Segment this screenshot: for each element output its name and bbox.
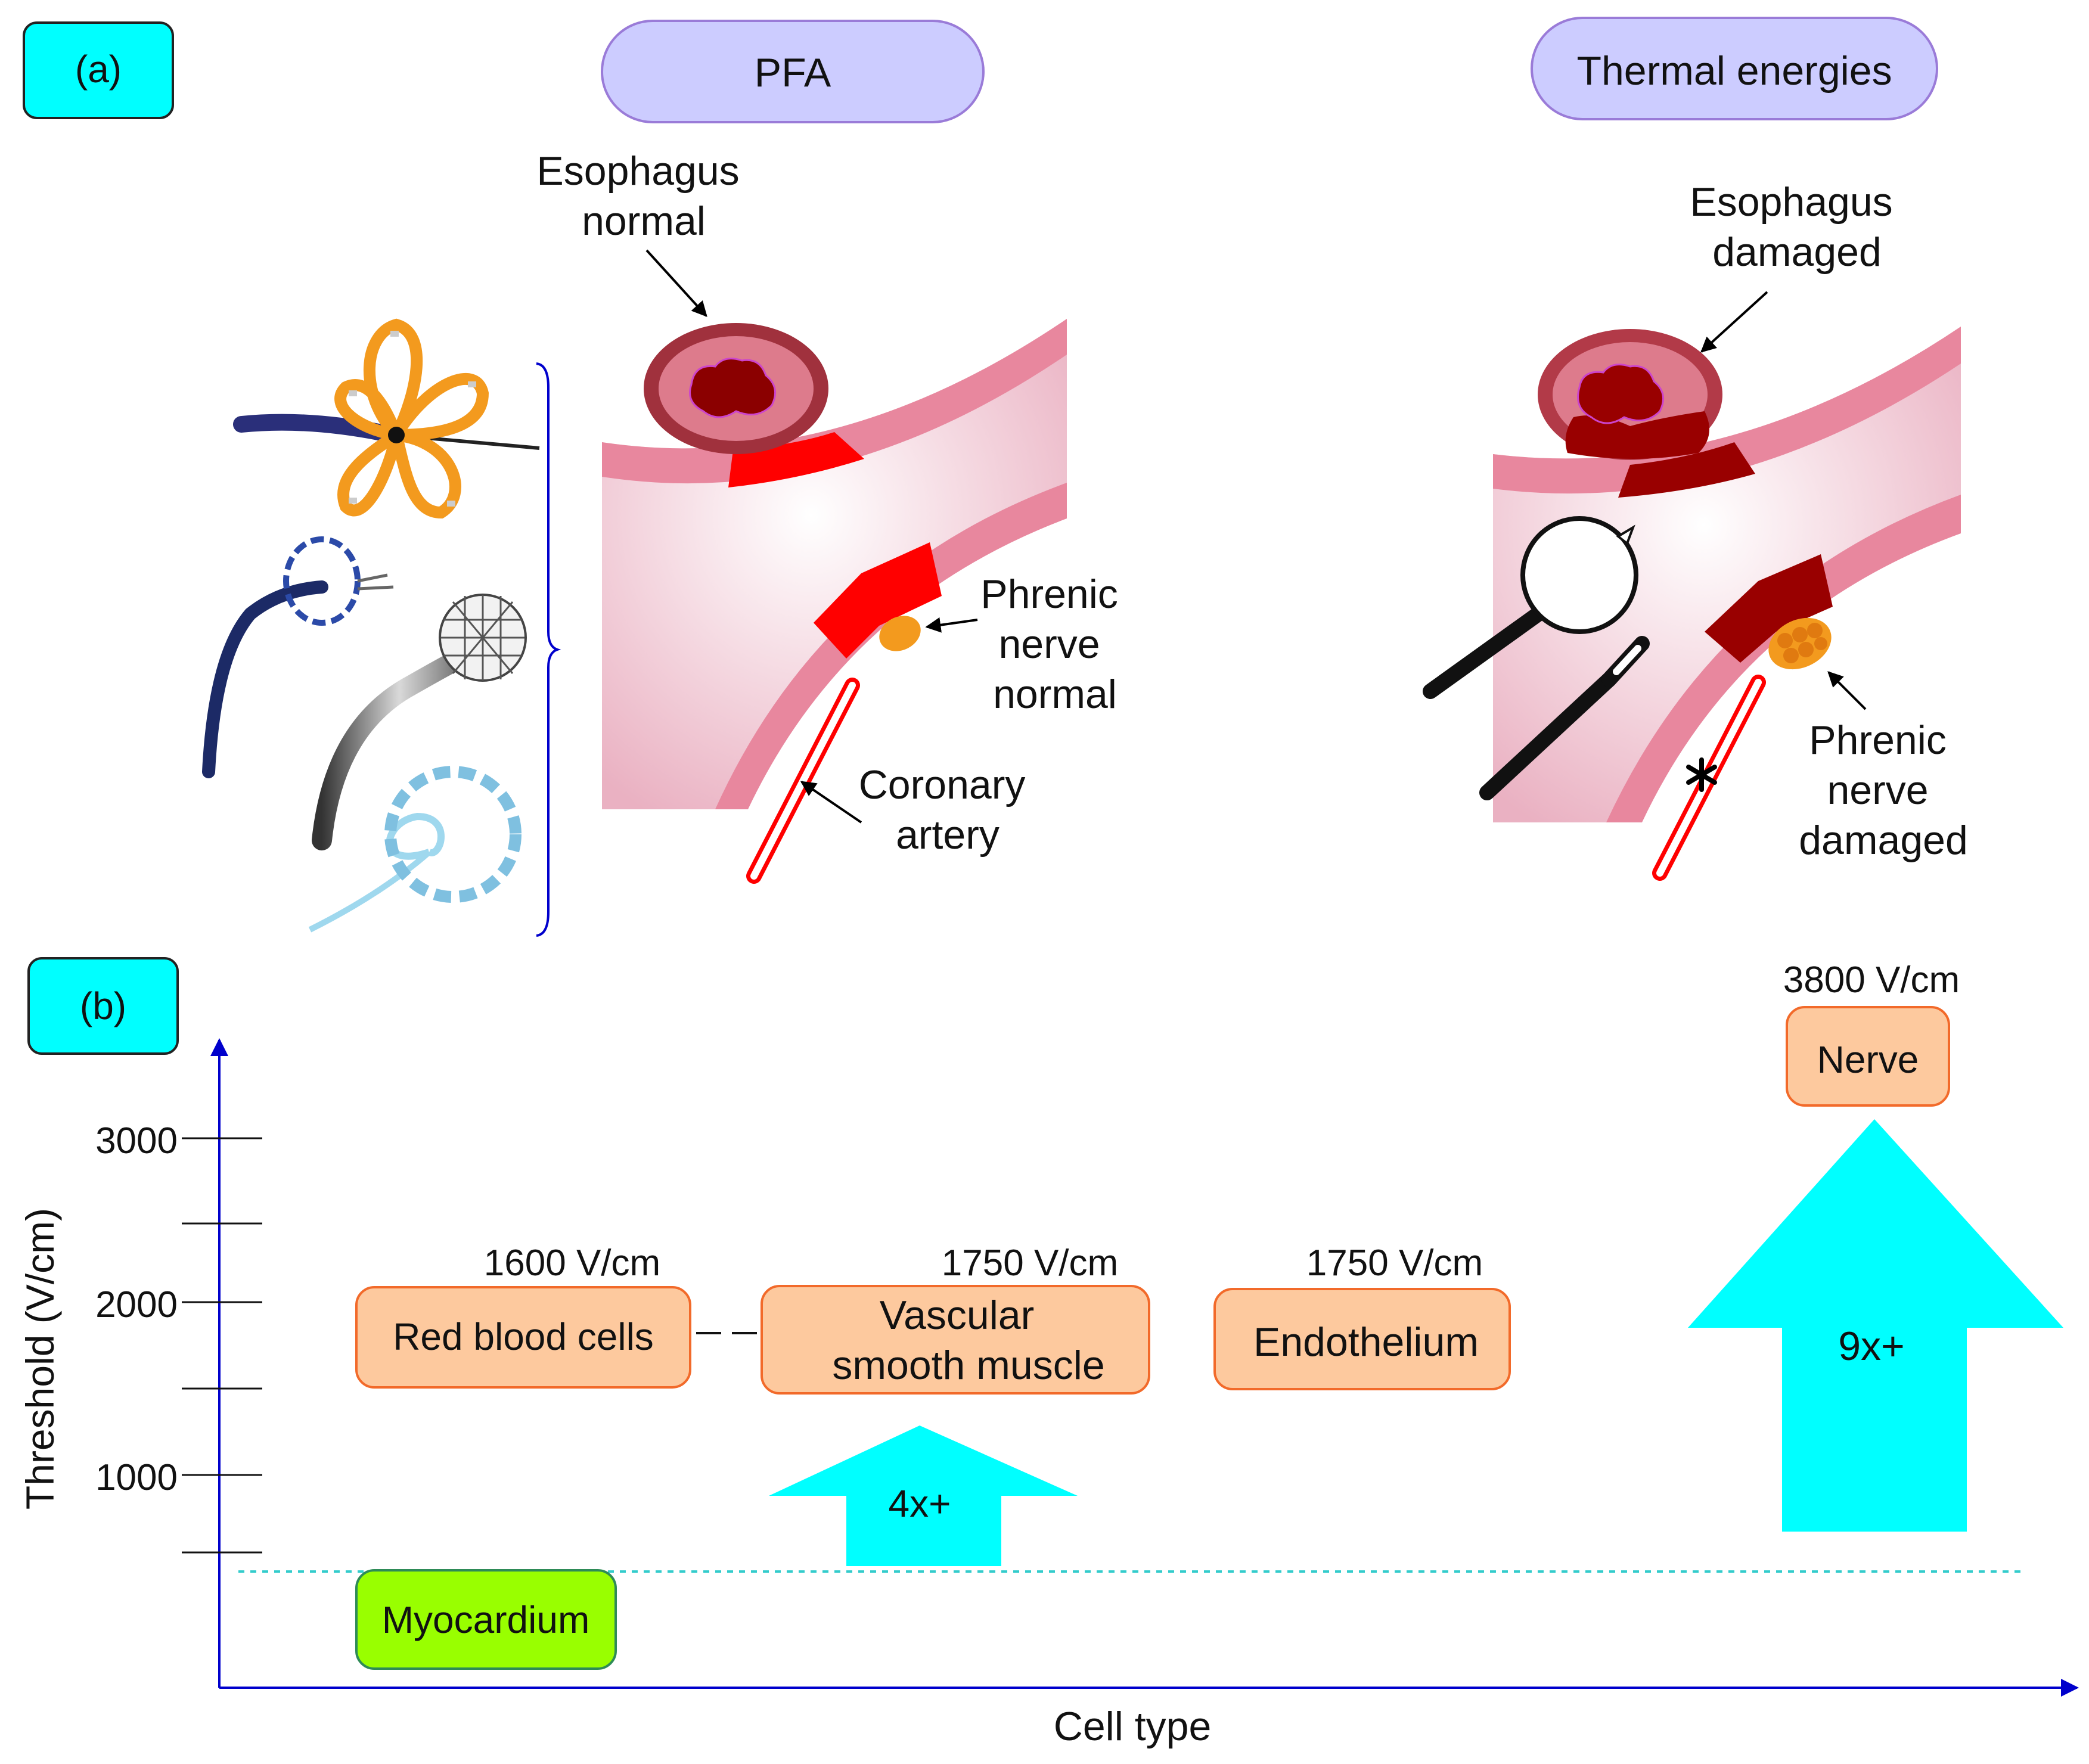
- vsm-box: Vascular smooth muscle: [761, 1285, 1150, 1395]
- y-tick-1000: 1000: [95, 1457, 178, 1498]
- endothelium-label: Endothelium: [1253, 1319, 1479, 1365]
- loop-catheter-icon: [233, 318, 540, 519]
- thermal-tissue: [1493, 327, 1961, 822]
- catheter-brace: [536, 362, 561, 937]
- rbc-box: Red blood cells: [355, 1286, 691, 1389]
- nerve-threshold: 3800 V/cm: [1783, 959, 1960, 1001]
- coronary-arrow: [800, 781, 862, 824]
- y-tick-2000: 2000: [95, 1284, 178, 1325]
- pfa-esophagus: [644, 323, 828, 454]
- pfa-nerve-lesion: [814, 542, 942, 659]
- y-ticks: [182, 1137, 262, 1554]
- rbc-label: Red blood cells: [393, 1315, 654, 1358]
- lattice-tip-catheter-icon: [312, 594, 527, 850]
- circular-catheter-icon: [202, 536, 394, 778]
- thermal-pill-label: Thermal energies: [1576, 48, 1892, 94]
- balloon-catheter-icon: [1423, 516, 1638, 699]
- esophagus-normal-label: Esophagus normal: [536, 148, 750, 244]
- pfa-tissue: [602, 319, 1067, 809]
- esophagus-damaged-label: Esophagus damaged: [1690, 179, 1904, 275]
- pfa-pill-label: PFA: [755, 50, 831, 95]
- y-axis-label: Threshold (V/cm): [18, 1208, 62, 1510]
- myocardium-box: Myocardium: [355, 1569, 617, 1670]
- arrow-9x-label: 9x+: [1838, 1324, 1905, 1369]
- nerve-label: Nerve: [1817, 1038, 1919, 1081]
- esophagus-damaged-arrow: [1700, 291, 1768, 353]
- panel-b-tag: (b): [27, 957, 179, 1055]
- endothelium-box: Endothelium: [1213, 1288, 1511, 1390]
- coronary-label: Coronary artery: [859, 762, 1037, 858]
- arrow-9x: 9x+: [1688, 1119, 2063, 1532]
- vsm-threshold: 1750 V/cm: [942, 1243, 1118, 1284]
- phrenic-damaged-label: Phrenic nerve damaged: [1799, 718, 1968, 863]
- rbc-threshold: 1600 V/cm: [484, 1243, 660, 1284]
- thermal-phrenic-nerve-cluster: [1768, 617, 1832, 670]
- ablation-catheter-icon: [1479, 636, 1650, 800]
- phrenic-damaged-arrow: [1827, 671, 1867, 710]
- thermal-esophagus: [1538, 329, 1722, 460]
- x-axis-label: Cell type: [1054, 1704, 1212, 1749]
- nerve-box: Nerve: [1786, 1006, 1950, 1107]
- phrenic-normal-arrow: [925, 617, 978, 633]
- panel-a-tag: (a): [23, 21, 174, 119]
- pfa-phrenic-nerve: [879, 616, 921, 651]
- phrenic-normal-label: Phrenic nerve normal: [980, 572, 1129, 717]
- spiral-catheter-icon: [308, 766, 522, 933]
- arrow-4x-label: 4x+: [889, 1482, 951, 1525]
- panel-a-tag-text: (a): [75, 48, 122, 91]
- endothelium-threshold: 1750 V/cm: [1306, 1243, 1483, 1284]
- vsm-label: Vascular smooth muscle: [832, 1293, 1104, 1388]
- pfa-coronary-artery: [746, 678, 860, 884]
- myocardium-label: Myocardium: [382, 1598, 590, 1641]
- thermal-nerve-lesion: [1705, 554, 1833, 663]
- arrow-4x: 4x+: [769, 1426, 1078, 1566]
- pfa-esophagus-lesion: [728, 432, 864, 487]
- coronary-damage-asterisk-icon: [1686, 757, 1717, 792]
- pfa-pill: PFA: [601, 20, 985, 123]
- panel-b-tag-text: (b): [80, 985, 126, 1027]
- thermal-esophagus-lesion: [1618, 442, 1755, 498]
- y-tick-3000: 3000: [95, 1120, 178, 1161]
- thermal-pill: Thermal energies: [1531, 17, 1938, 120]
- esophagus-normal-arrow: [645, 249, 707, 317]
